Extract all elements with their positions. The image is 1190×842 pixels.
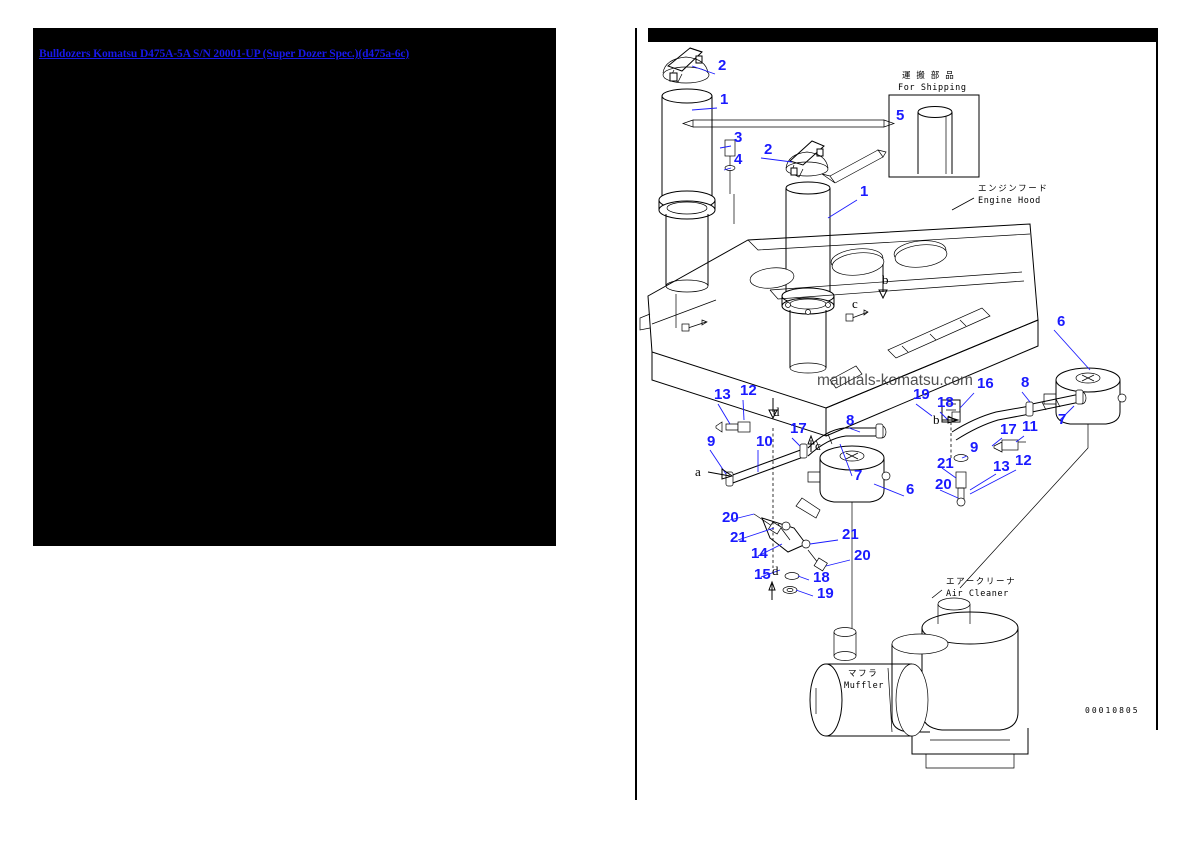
letter-marks: b c d a c d b [695, 272, 960, 600]
callout-13r: 13 [993, 458, 1010, 475]
callout-21r: 21 [937, 455, 954, 472]
shipping-label-jp: 運 搬 部 品 [902, 70, 955, 81]
callout-2a: 2 [718, 57, 726, 74]
callout-8l: 8 [846, 412, 854, 429]
callout-12r: 12 [1015, 452, 1032, 469]
callout-1b: 1 [860, 183, 868, 200]
letter-b1: b [882, 272, 889, 287]
letter-c1: c [852, 296, 858, 311]
callout-20l: 20 [722, 509, 739, 526]
page-title-link[interactable]: Bulldozers Komatsu D475A-5A S/N 20001-UP… [39, 48, 410, 60]
callout-9r: 9 [970, 439, 978, 456]
callout-6a: 6 [1057, 313, 1065, 330]
diagram-canvas: 運 搬 部 品 For Shipping [630, 28, 1158, 803]
shipping-label-en: For Shipping [898, 83, 967, 93]
callout-17r: 17 [1000, 421, 1017, 438]
callout-13l: 13 [714, 386, 731, 403]
diagram-left-border [635, 28, 637, 800]
letter-b2: b [933, 412, 940, 427]
swap-arrows [681, 119, 896, 184]
letter-c2: c [815, 438, 821, 453]
callout-5: 5 [896, 107, 904, 124]
callout-7l: 7 [854, 467, 862, 484]
callout-6b: 6 [906, 481, 914, 498]
exhaust-stack-right [781, 140, 835, 374]
air-cleaner-label-en: Air Cleaner [946, 589, 1009, 599]
air-cleaner-assembly: エアークリーナ Air Cleaner [891, 577, 1029, 769]
engine-hood-deck: エンジンフード Engine Hood [639, 184, 1048, 437]
diagram-right-border [1156, 28, 1158, 730]
callout-numbers: 2 1 3 4 5 2 1 6 8 16 19 18 17 11 7 9 21 [707, 57, 1066, 602]
callout-9l: 9 [707, 433, 715, 450]
engine-hood-label-jp: エンジンフード [978, 184, 1048, 194]
site-watermark: manuals-komatsu.com [817, 372, 973, 389]
muffler-label-jp: マフラ [848, 669, 878, 679]
muffler-assembly: マフラ Muffler [809, 627, 929, 737]
callout-12l: 12 [740, 382, 757, 399]
callout-20l2: 20 [854, 547, 871, 564]
diagram-top-bar [648, 28, 1158, 42]
engine-hood-label-en: Engine Hood [978, 196, 1041, 206]
pre-cleaner-left [807, 445, 891, 628]
callout-2b: 2 [764, 141, 772, 158]
callout-11: 11 [1022, 418, 1038, 435]
letter-d1: d [773, 404, 780, 419]
letter-d2: d [772, 563, 779, 578]
callout-3: 3 [734, 129, 742, 146]
callout-10: 10 [756, 433, 773, 450]
letter-a1: a [695, 464, 701, 479]
for-shipping-box: 運 搬 部 品 For Shipping [888, 70, 980, 178]
hose-group-right [941, 389, 1087, 507]
callout-21l2: 21 [842, 526, 859, 543]
exhaust-stack-left [658, 47, 716, 293]
muffler-label-en: Muffler [844, 681, 884, 691]
callout-leaders [691, 65, 1091, 597]
callout-7r: 7 [1058, 411, 1066, 428]
callout-17l: 17 [790, 420, 807, 437]
callout-20r: 20 [935, 476, 952, 493]
callout-1a: 1 [720, 91, 728, 108]
rain-cap-left [662, 47, 710, 84]
callout-19r: 19 [913, 386, 930, 403]
air-cleaner-label-jp: エアークリーナ [946, 577, 1016, 587]
callout-18r: 18 [937, 394, 954, 411]
parts-diagram-panel: 運 搬 部 品 For Shipping [630, 28, 1158, 803]
deck-detail-parts [681, 139, 888, 332]
callout-15: 15 [754, 566, 771, 583]
callout-4: 4 [734, 151, 743, 168]
callout-8r: 8 [1021, 374, 1029, 391]
figure-code: 00010805 [1085, 706, 1140, 715]
callout-18l: 18 [813, 569, 830, 586]
pre-cleaner-right [959, 367, 1127, 589]
media-placeholder-panel: Bulldozers Komatsu D475A-5A S/N 20001-UP… [33, 28, 556, 546]
callout-14: 14 [751, 545, 768, 562]
callout-16: 16 [977, 375, 994, 392]
rain-cap-right [785, 140, 829, 178]
callout-21l: 21 [730, 529, 747, 546]
callout-19l: 19 [817, 585, 834, 602]
